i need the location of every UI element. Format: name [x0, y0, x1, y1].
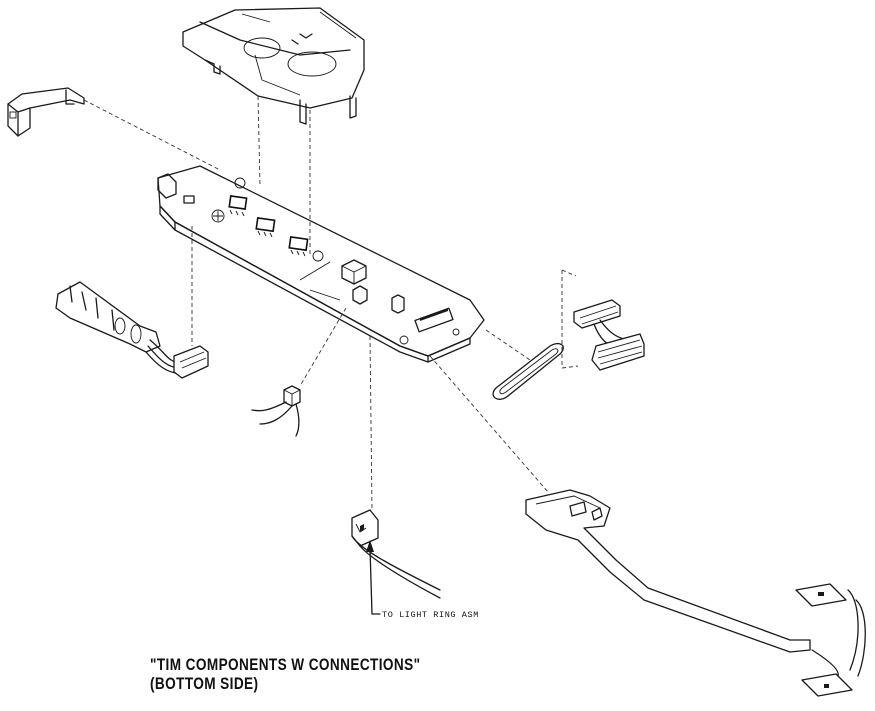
top-shield-bracket	[182, 7, 365, 125]
caption-title: "TIM COMPONENTS W CONNECTIONS"	[150, 655, 421, 674]
callout-label: TO LIGHT RING ASM	[382, 610, 479, 620]
left-cable-connector	[55, 281, 209, 379]
assembly-leader-lines	[83, 95, 579, 511]
tim-circuit-board	[157, 165, 485, 363]
diagram-caption: "TIM COMPONENTS W CONNECTIONS" (BOTTOM S…	[150, 655, 420, 693]
light-ring-cable	[351, 509, 441, 599]
long-flex-cable	[525, 489, 866, 697]
caption-subtitle: (BOTTOM SIDE)	[150, 674, 259, 693]
small-wire-connector	[251, 385, 301, 437]
callout-leader	[366, 540, 381, 615]
right-ribbon-connectors	[573, 299, 645, 371]
left-bracket	[7, 87, 85, 137]
oval-ring-grommet	[492, 342, 564, 400]
